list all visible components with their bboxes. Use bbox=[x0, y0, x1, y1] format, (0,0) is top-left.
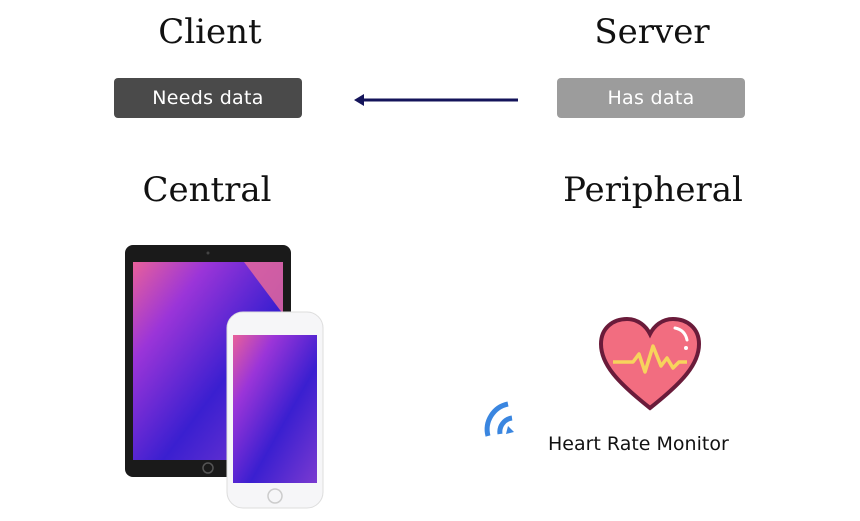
phone-icon bbox=[226, 311, 324, 509]
heart-rate-icon bbox=[598, 316, 702, 411]
has-data-label: Has data bbox=[607, 87, 695, 109]
central-title: Central bbox=[142, 170, 272, 210]
server-title: Server bbox=[594, 12, 710, 52]
has-data-badge: Has data bbox=[557, 78, 745, 118]
needs-data-badge: Needs data bbox=[114, 78, 302, 118]
needs-data-label: Needs data bbox=[152, 87, 264, 109]
client-title: Client bbox=[158, 12, 262, 52]
heart-rate-monitor-label: Heart Rate Monitor bbox=[548, 433, 729, 455]
data-flow-arrow bbox=[354, 94, 518, 106]
wireless-signal-icon bbox=[484, 401, 514, 437]
peripheral-title: Peripheral bbox=[563, 170, 743, 210]
